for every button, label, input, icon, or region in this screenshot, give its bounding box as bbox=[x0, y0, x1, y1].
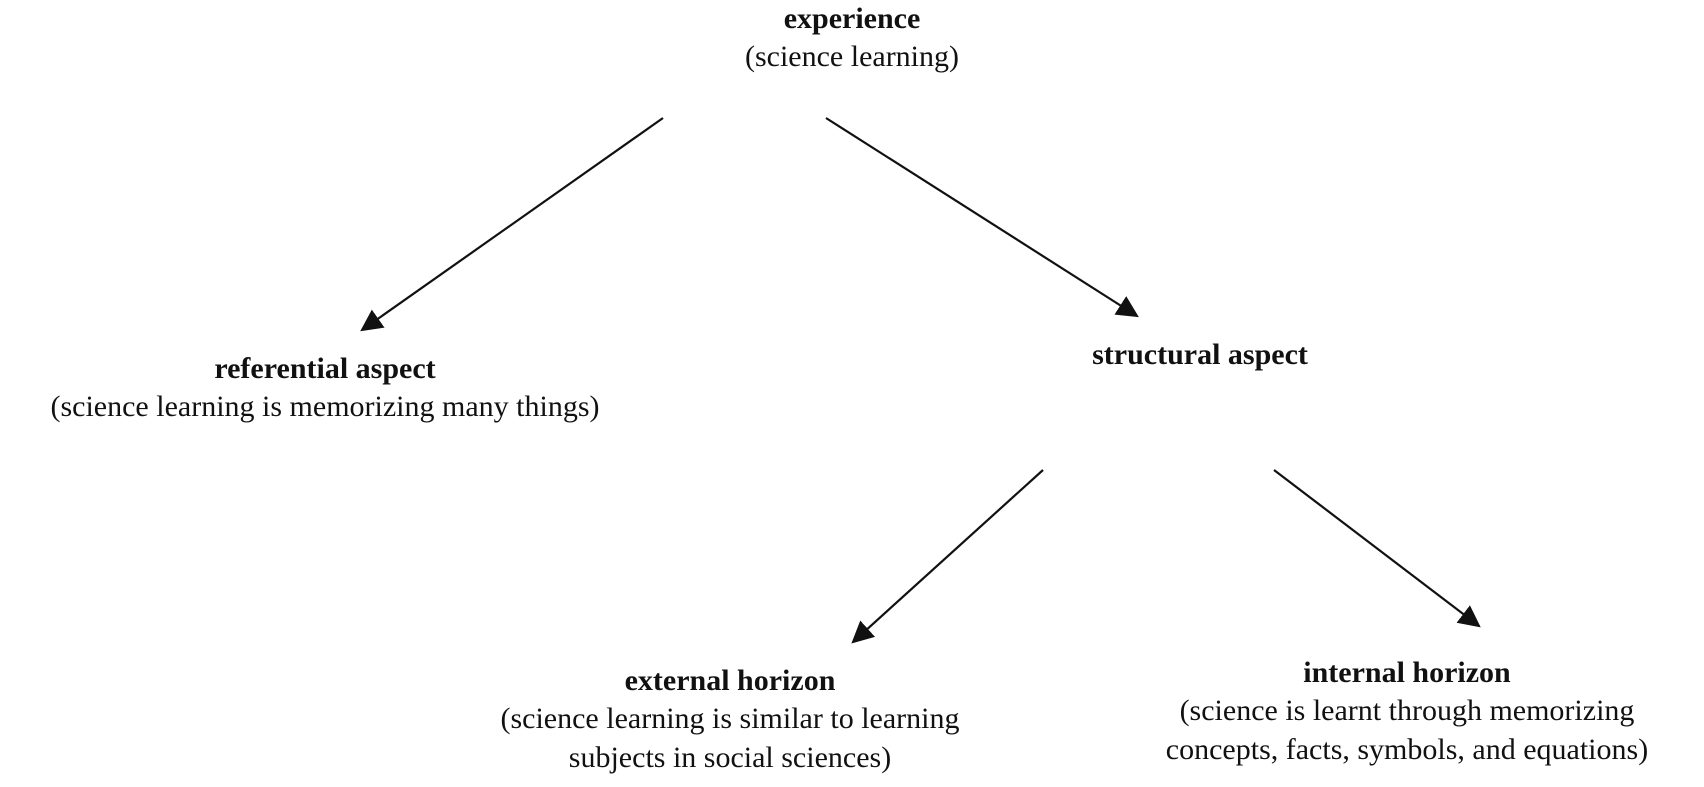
node-referential-aspect: referential aspect (science learning is … bbox=[0, 350, 650, 427]
internal-horizon-description-line2: concepts, facts, symbols, and equations) bbox=[1165, 732, 1649, 766]
referential-aspect-title: referential aspect bbox=[214, 352, 436, 385]
node-internal-horizon: internal horizon (science is learnt thro… bbox=[1110, 654, 1704, 769]
external-horizon-title: external horizon bbox=[624, 664, 836, 697]
node-structural-aspect: structural aspect bbox=[1000, 336, 1400, 374]
experience-description: (science learning) bbox=[744, 40, 960, 74]
structural-aspect-title: structural aspect bbox=[1092, 338, 1308, 371]
arrow-experience-to-structural bbox=[825, 117, 1139, 318]
arrow-structural-to-external bbox=[851, 469, 1044, 644]
arrow-structural-to-internal bbox=[1273, 469, 1481, 628]
node-external-horizon: external horizon (science learning is si… bbox=[440, 662, 1020, 777]
internal-horizon-description-line1: (science is learnt through memorizing bbox=[1179, 694, 1635, 728]
internal-horizon-title: internal horizon bbox=[1303, 656, 1511, 689]
node-experience: experience (science learning) bbox=[612, 0, 1092, 77]
external-horizon-description-line2: subjects in social sciences) bbox=[568, 740, 892, 774]
referential-aspect-description: (science learning is memorizing many thi… bbox=[50, 390, 600, 424]
experience-title: experience bbox=[783, 2, 921, 35]
arrow-experience-to-referential bbox=[360, 117, 664, 332]
external-horizon-description-line1: (science learning is similar to learning bbox=[500, 702, 960, 736]
